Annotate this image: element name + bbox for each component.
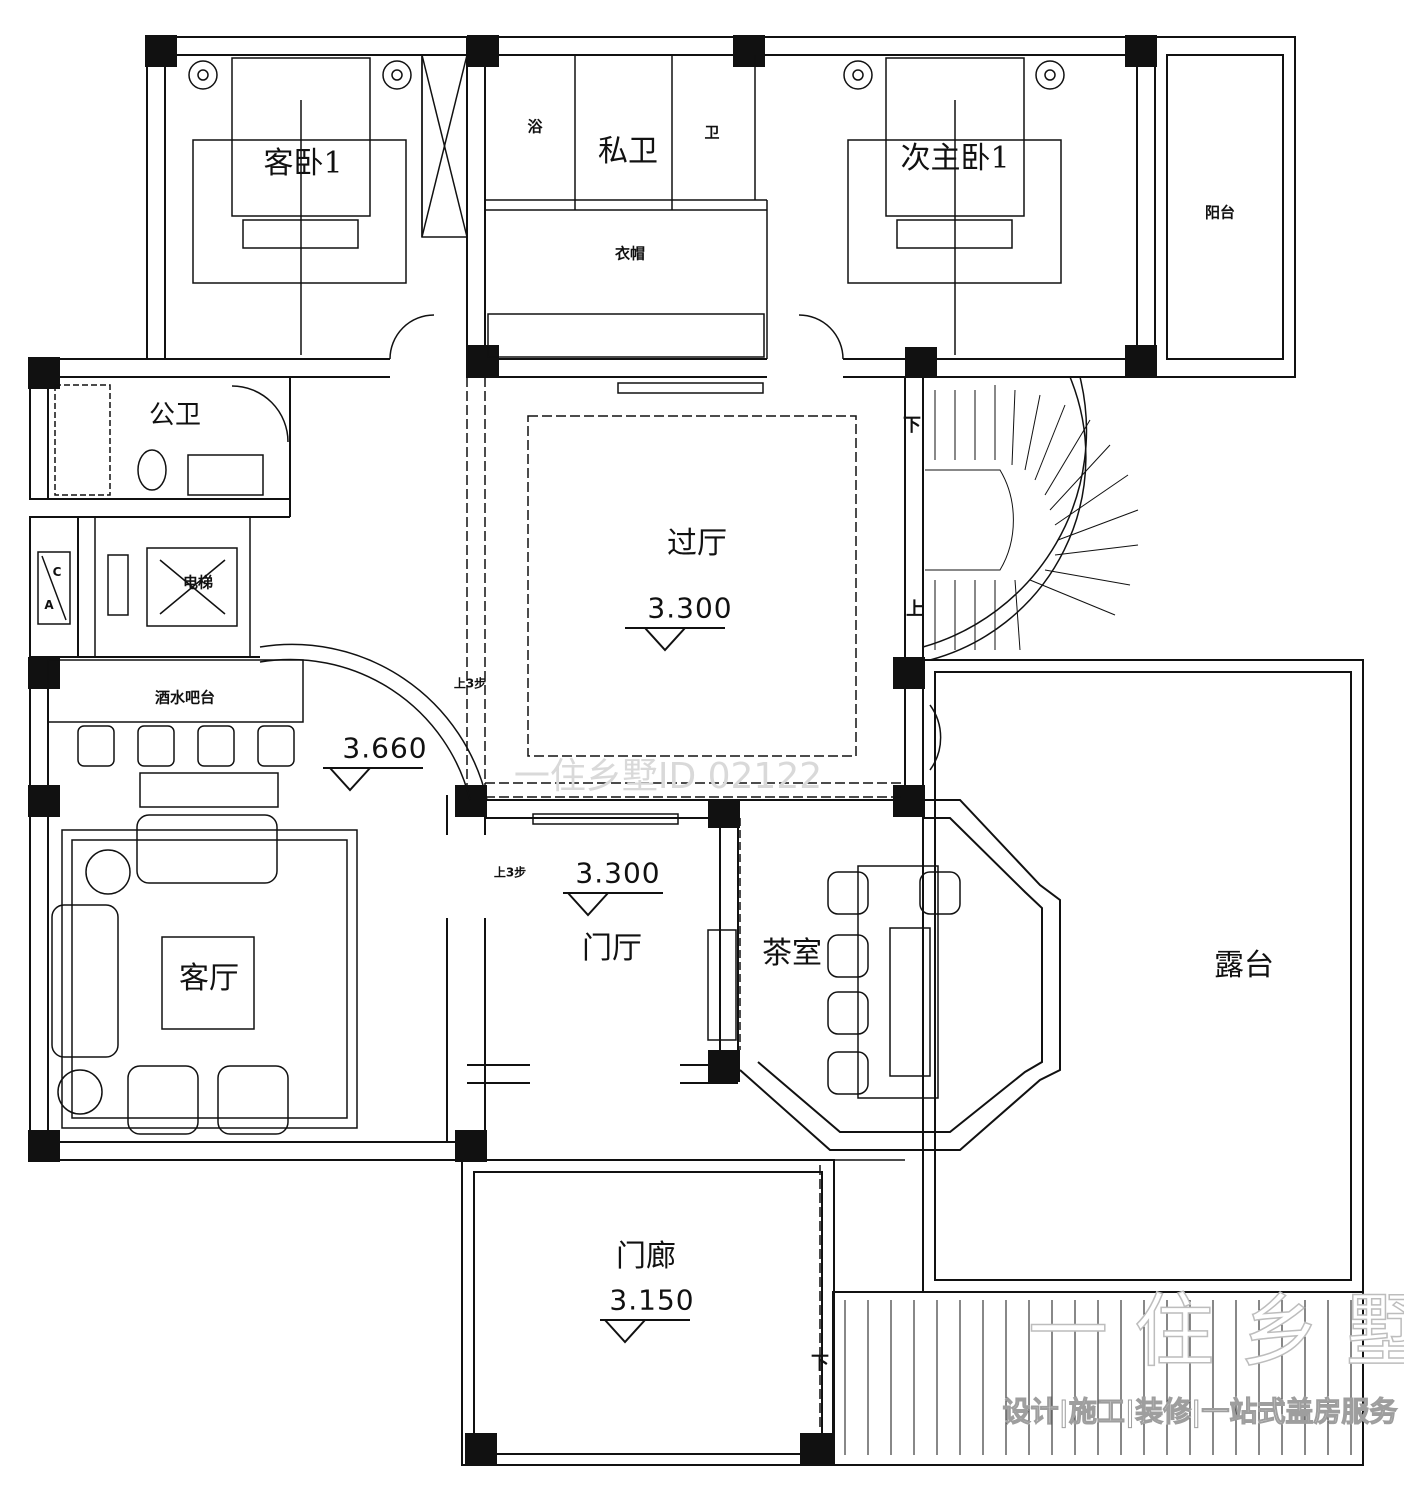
label-toilet: 卫 (704, 123, 720, 142)
label-porch: 门廊 (616, 1239, 676, 1274)
note-step-up-2: 上3步 (493, 865, 527, 880)
label-bar: 酒水吧台 (154, 688, 216, 707)
label-living-room: 客厅 (179, 961, 239, 996)
level-living: 3.660 (342, 731, 428, 765)
level-hall: 3.300 (647, 591, 733, 625)
label-tea-room: 茶室 (762, 936, 822, 971)
label-bath: 浴 (527, 117, 543, 136)
note-stair-up: 上 (906, 599, 924, 620)
partitions (37, 54, 1062, 1430)
shaft-label-c: C (52, 565, 62, 579)
label-hall: 过厅 (667, 526, 727, 561)
label-second-master: 次主卧1 (900, 141, 1010, 176)
level-foyer: 3.300 (575, 856, 661, 890)
watermark-id: 一住乡墅ID 02122 (513, 756, 823, 797)
arcs (231, 314, 1088, 801)
label-foyer: 门厅 (582, 931, 642, 966)
lamp-symbols (188, 60, 1065, 90)
note-stair-down-2: 下 (811, 1353, 829, 1374)
label-wardrobe: 衣帽 (614, 244, 646, 263)
level-markers (323, 627, 725, 1344)
level-porch: 3.150 (609, 1283, 695, 1317)
note-step-up-1: 上3步 (453, 676, 487, 691)
label-balcony: 阳台 (1204, 203, 1236, 222)
label-public-bath: 公卫 (148, 400, 202, 431)
watermark-tagline: 设计|施工|装修|一站式盖房服务 (1002, 1395, 1398, 1429)
shaft-label-a: A (44, 598, 54, 612)
label-guest-bedroom: 客卧1 (263, 146, 343, 181)
spiral-stair (844, 385, 1352, 1455)
columns (28, 35, 1157, 1465)
label-terrace: 露台 (1214, 948, 1274, 983)
label-elevator: 电梯 (182, 573, 214, 592)
note-stair-down: 下 (903, 415, 921, 436)
watermark-logo: 一住乡墅 (1027, 1284, 1404, 1379)
label-private-bath: 私卫 (598, 134, 658, 169)
